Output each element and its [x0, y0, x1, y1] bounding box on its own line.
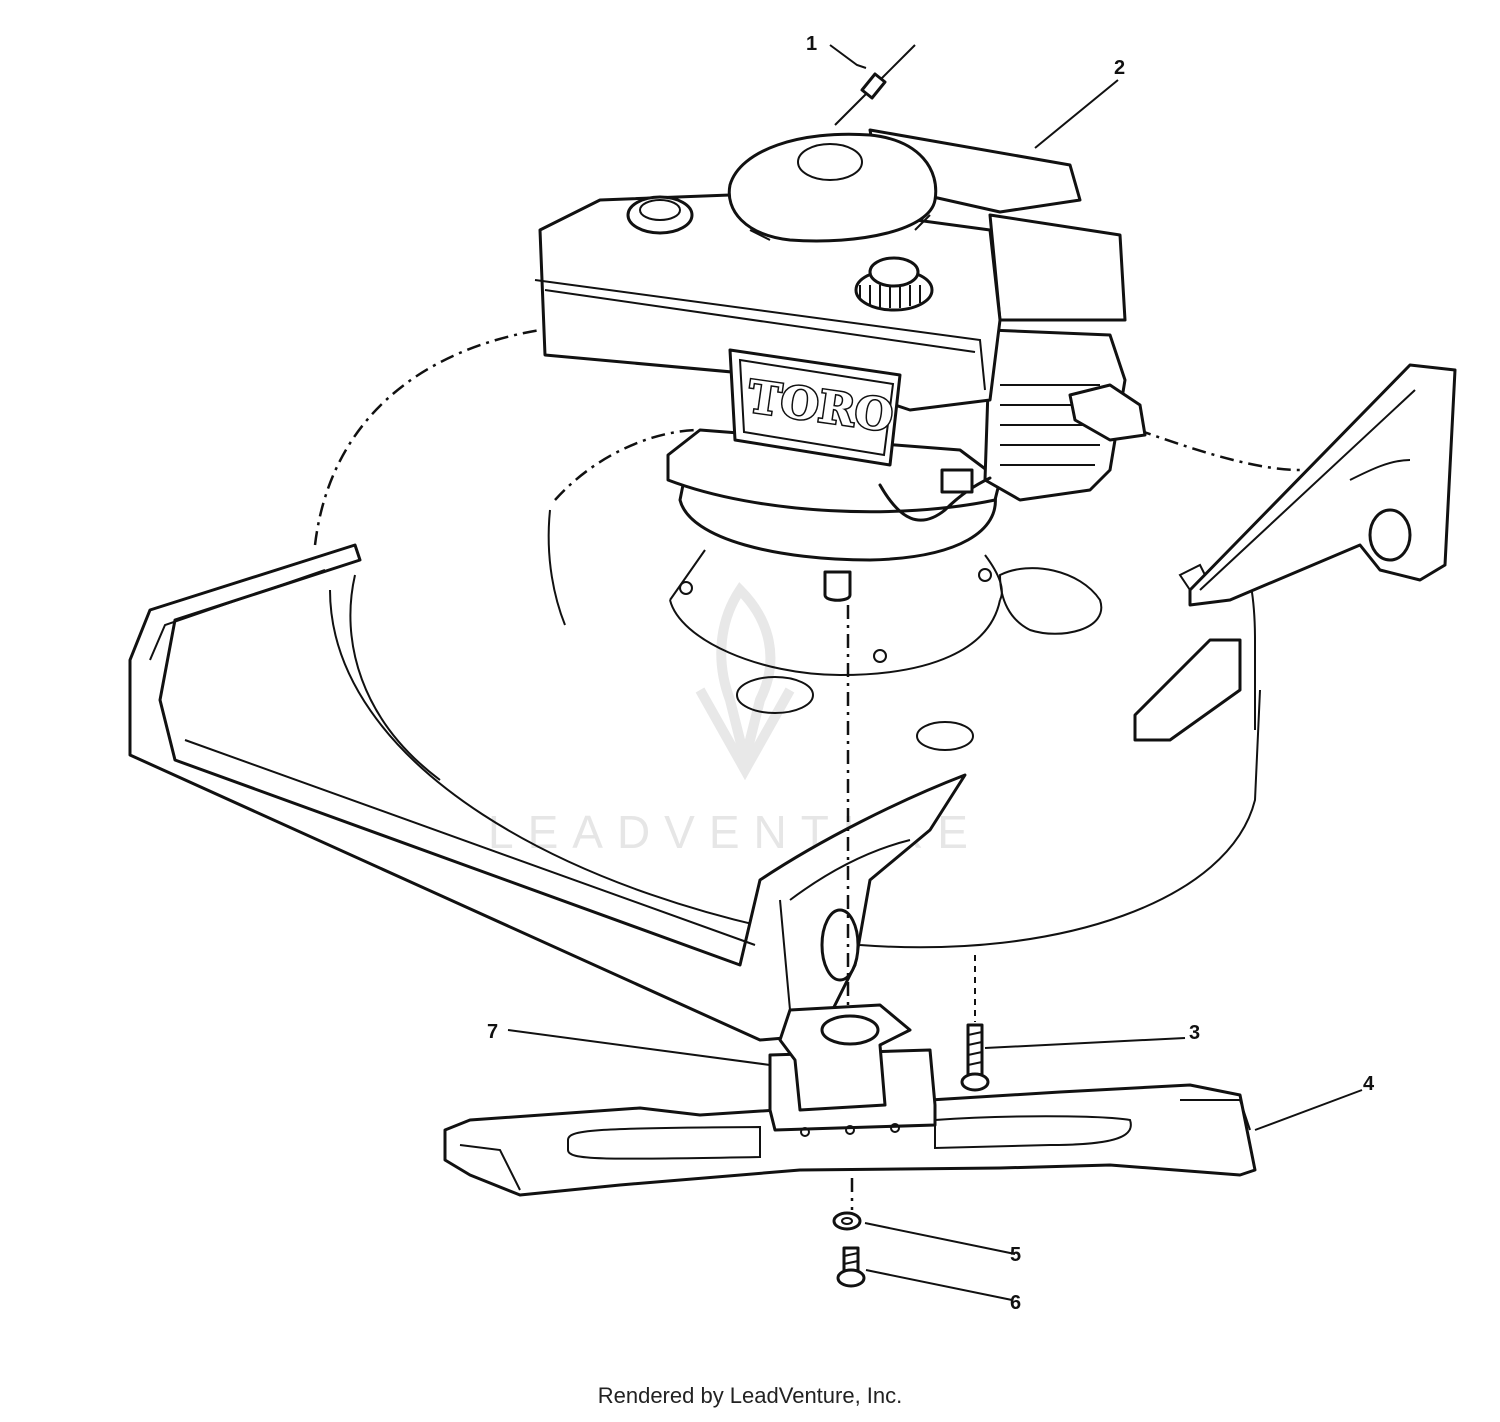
callout-3: 3: [1189, 1022, 1200, 1044]
watermark-logo: [695, 582, 795, 781]
callout-5: 5: [1010, 1244, 1021, 1266]
callout-2: 2: [1114, 57, 1125, 79]
engine: TORO: [534, 44, 1147, 602]
callout-7: 7: [487, 1021, 498, 1043]
handle-bracket: [128, 543, 967, 1042]
callout-leaders: [507, 44, 1363, 1301]
blade-assembly: [443, 605, 1257, 1288]
callouts: 1 2 3 4 5 6 7: [487, 33, 1375, 1314]
rear-bracket: [1188, 363, 1457, 607]
callout-4: 4: [1363, 1073, 1375, 1095]
footer-credit: Rendered by LeadVenture, Inc.: [597, 1383, 903, 1408]
callout-6: 6: [1010, 1292, 1021, 1314]
parts-diagram: LEADVENTURE: [128, 33, 1457, 1314]
callout-1: 1: [806, 33, 817, 55]
